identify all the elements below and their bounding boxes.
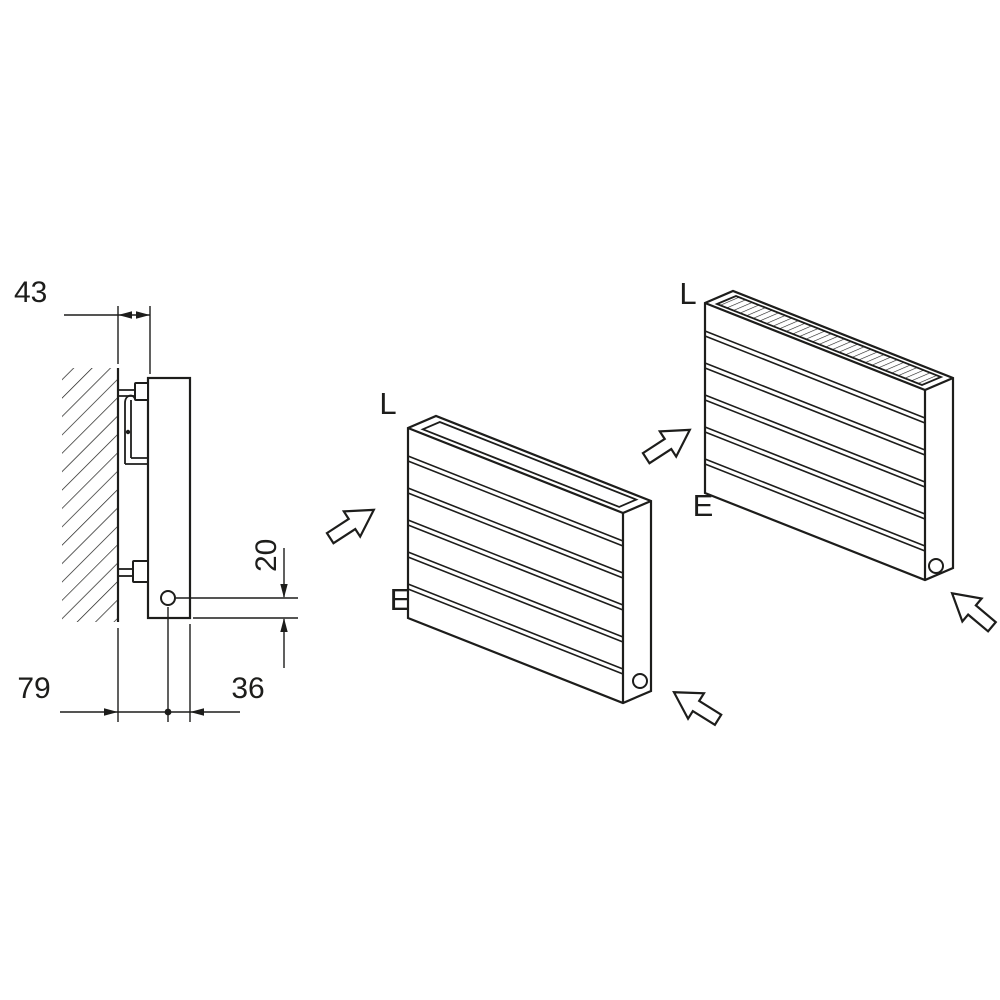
dim-arrowhead-icon: [190, 708, 204, 716]
front-panel-grooves: [407, 455, 624, 675]
dim-arrowhead-icon: [136, 311, 150, 319]
label-l-open-top: L: [379, 386, 396, 421]
radiator-open-top: L E: [325, 386, 723, 727]
label-e-open-top: E: [390, 582, 411, 617]
front-panel-grooves: [704, 330, 926, 552]
dimension-wall-to-axis-and-front: [60, 607, 240, 722]
label-e-grille-top: E: [693, 488, 714, 523]
dim-36-label: 36: [231, 672, 264, 705]
dim-arrowhead-icon: [280, 584, 288, 598]
end-connection-port: [928, 558, 944, 574]
wall-hatch: [62, 368, 118, 622]
dim-79-label: 79: [17, 672, 50, 705]
radiator-grille-top: L E: [641, 276, 998, 633]
bottom-mounting-bracket: [118, 560, 149, 583]
dimension-axis-to-bottom: [176, 548, 298, 668]
flow-arrow-icon: [950, 591, 998, 633]
dim-43-label: 43: [14, 276, 47, 309]
flow-arrow-icon: [325, 508, 376, 545]
end-connection-port: [632, 673, 648, 689]
side-view: 43 20 79 36: [14, 276, 298, 722]
side-connection-port: [160, 590, 176, 606]
dimension-wall-clearance: [64, 306, 151, 374]
dim-origin-dot: [164, 708, 172, 716]
dim-arrowhead-icon: [280, 618, 288, 632]
top-grille-hatch: [714, 295, 944, 386]
dim-arrowhead-icon: [118, 311, 132, 319]
open-top-rim: [420, 421, 639, 508]
flow-arrow-icon: [672, 691, 723, 727]
bracket-pin: [125, 429, 131, 435]
top-mounting-bracket: [118, 382, 149, 465]
radiator-side-profile: [146, 376, 192, 620]
dim-20-label: 20: [250, 539, 283, 572]
label-l-grille-top: L: [679, 276, 696, 311]
dim-arrowhead-icon: [104, 708, 118, 716]
flow-arrow-icon: [641, 428, 692, 465]
